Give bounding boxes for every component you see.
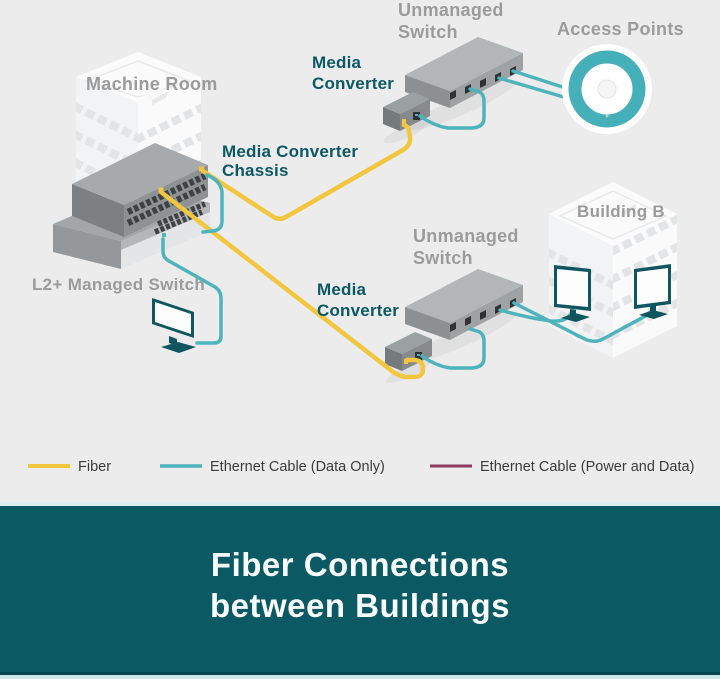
device-front <box>450 53 523 108</box>
building-roof <box>549 182 677 246</box>
banner-main: Fiber Connections between Buildings <box>0 506 720 672</box>
monitor-base <box>161 342 196 353</box>
legend-label-ethernet-data: Ethernet Cable (Data Only) <box>210 459 385 475</box>
ethernet-port <box>480 78 486 88</box>
banner-dark-strip <box>0 672 720 675</box>
device-side <box>383 107 400 131</box>
ethernet-port <box>480 310 486 320</box>
monitor-screen <box>155 302 191 334</box>
banner-title-line1: Fiber Connections <box>210 546 510 583</box>
device-side <box>405 307 450 340</box>
port-row <box>156 201 207 227</box>
media-converter-top-device <box>383 92 430 144</box>
monitor-screen <box>557 269 588 307</box>
banner-top-strip <box>0 502 720 506</box>
legend-label-fiber: Fiber <box>78 459 111 475</box>
ethernet-port-mark <box>162 233 166 237</box>
label-media-converter-top-line1: Media <box>312 53 362 72</box>
legend: Fiber Ethernet Cable (Data Only) Etherne… <box>28 459 694 475</box>
monitor-screen <box>637 268 668 305</box>
fiber-port <box>402 119 406 124</box>
roof-inset-line <box>558 190 668 240</box>
label-media-converter-top-line2: Converter <box>312 74 394 93</box>
label-media-converter-mid-line2: Converter <box>317 301 399 320</box>
device-shadow <box>409 312 517 362</box>
ethernet-port <box>465 84 471 94</box>
device-shadow <box>385 360 431 384</box>
fiber-port-mark <box>199 166 204 172</box>
device-shadow <box>409 80 517 130</box>
label-building-b: Building B <box>577 202 665 221</box>
network-diagram: Machine Room Unmanaged Switch Media Conv… <box>28 0 694 475</box>
label-media-converter-chassis-line2: Chassis <box>222 161 289 180</box>
ethernet-cable-l2switch-to-monitor <box>161 237 223 345</box>
device-top <box>405 37 523 91</box>
labels: Machine Room Unmanaged Switch Media Conv… <box>32 0 684 320</box>
ap-led-dot <box>605 114 609 118</box>
banner-title-line2: between Buildings <box>209 587 511 624</box>
port-pin <box>415 114 418 116</box>
roof-vent-shade <box>152 92 167 105</box>
device-side <box>405 75 450 108</box>
device-top <box>405 269 523 323</box>
label-unmanaged-switch-top-line2: Switch <box>398 22 458 42</box>
fiber-cable-chassis-to-converter-top <box>200 122 413 221</box>
banner-bottom-strip <box>0 675 720 679</box>
device-top <box>72 143 208 205</box>
ethernet-port <box>450 322 456 332</box>
port-row <box>126 184 207 226</box>
roof-vent-shade <box>621 204 636 217</box>
monitor-machine-room <box>152 298 196 353</box>
ethernet-port <box>450 90 456 100</box>
media-converter-mid-device <box>385 332 432 384</box>
ethernet-cable-converter-top-to-switch <box>418 87 486 130</box>
device-side <box>72 184 124 237</box>
roof-inset-line <box>83 60 193 98</box>
device-shadow <box>383 120 429 144</box>
building-roof <box>76 52 201 103</box>
monitor-building-b-right <box>634 264 671 319</box>
cables <box>158 69 651 380</box>
port-pin <box>417 354 420 356</box>
legend-label-ethernet-power: Ethernet Cable (Power and Data) <box>480 459 694 475</box>
label-machine-room: Machine Room <box>86 74 218 94</box>
device-top <box>385 332 432 354</box>
roof-vent <box>606 197 636 212</box>
media-converter-chassis-device <box>72 143 208 237</box>
label-media-converter-chassis-line1: Media Converter <box>222 142 358 161</box>
label-media-converter-mid-line1: Media <box>317 280 367 299</box>
fiber-cable-chassis-to-converter-mid <box>158 189 426 380</box>
ap-logo-badge <box>597 79 617 99</box>
ethernet-port <box>465 316 471 326</box>
ethernet-cable-chassis-to-l2switch <box>201 173 224 234</box>
access-point-device <box>562 44 652 134</box>
unmanaged-switch-mid-device <box>405 269 523 362</box>
label-unmanaged-switch-mid-line1: Unmanaged <box>413 226 519 246</box>
label-unmanaged-switch-top-line1: Unmanaged <box>398 0 504 20</box>
monitor-base <box>639 310 668 319</box>
label-l2-managed-switch: L2+ Managed Switch <box>32 275 205 294</box>
label-unmanaged-switch-mid-line2: Switch <box>413 248 473 268</box>
device-side <box>53 224 121 269</box>
ethernet-cable-converter-mid-to-switch <box>420 327 486 370</box>
title-banner: Fiber Connections between Buildings <box>0 502 720 679</box>
device-side <box>385 347 402 371</box>
roof-vent <box>137 85 167 100</box>
device-front <box>124 165 208 237</box>
device-top <box>383 92 430 114</box>
unmanaged-switch-top-device <box>405 37 523 130</box>
ethernet-cable-switch-to-ap-1 <box>497 76 576 102</box>
device-front <box>450 285 523 340</box>
monitor-base <box>561 313 590 322</box>
monitor-building-b-left <box>554 265 591 322</box>
label-access-points: Access Points <box>557 19 684 39</box>
